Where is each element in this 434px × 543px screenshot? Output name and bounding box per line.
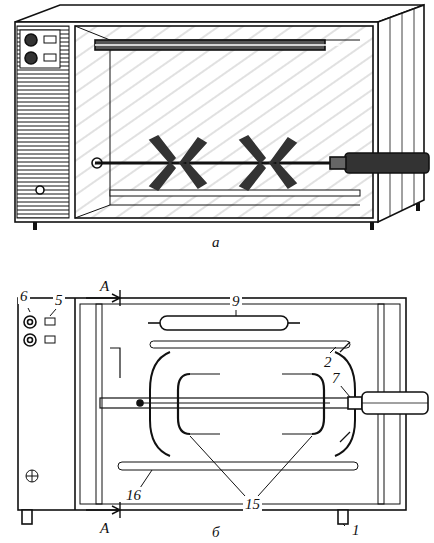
callout-number: 6 <box>18 288 30 304</box>
view-label: а <box>210 234 222 250</box>
callout-number: 9 <box>230 293 242 309</box>
section-mark: A <box>98 278 111 294</box>
callout-number: 2 <box>322 354 334 370</box>
section-mark: A <box>98 520 111 536</box>
callout-number: 15 <box>243 496 262 512</box>
callout-number: 5 <box>53 292 65 308</box>
oven-front-view <box>18 290 428 526</box>
oven-perspective <box>15 5 429 230</box>
callout-number: 16 <box>124 487 143 503</box>
view-label: б <box>210 524 222 540</box>
callout-number: 7 <box>330 370 342 386</box>
callout-number: 1 <box>350 522 362 538</box>
